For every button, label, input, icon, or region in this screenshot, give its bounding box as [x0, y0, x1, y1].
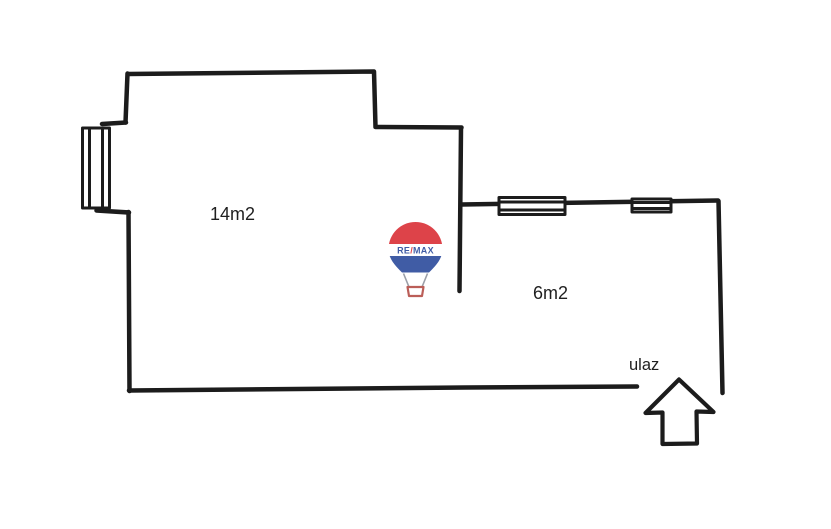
room-label-right: 6m2 — [533, 283, 568, 303]
window-left-inner — [88, 126, 104, 210]
wordmark-max: MAX — [413, 246, 434, 256]
wordmark-re: RE — [397, 246, 410, 256]
window-top-small — [630, 197, 673, 214]
room-label-left: 14m2 — [210, 204, 255, 224]
balloon-middle-band — [388, 244, 443, 256]
wall-interior-divider — [457, 125, 464, 294]
balloon-bottom-band — [388, 256, 443, 273]
balloon-top-band — [388, 222, 443, 244]
balloon-string-left — [402, 273, 410, 288]
window-top-small-inner — [630, 201, 673, 210]
entrance-arrow-icon — [643, 377, 716, 447]
walls — [94, 69, 725, 396]
wall-top-left-room — [125, 69, 464, 130]
wall-window-top-connector — [99, 120, 129, 127]
wall-right — [716, 198, 725, 396]
wall-bottom — [126, 384, 640, 393]
balloon-string-right — [421, 273, 429, 288]
window-left — [81, 126, 111, 210]
wall-left-lower — [126, 209, 132, 394]
wall-window-bottom-connector — [94, 208, 132, 215]
remax-wordmark: RE/MAX — [397, 246, 434, 256]
balloon-basket — [406, 285, 425, 298]
wall-left-upper — [123, 71, 130, 125]
wordmark-slash: / — [410, 246, 413, 256]
window-top-large-inner — [497, 200, 567, 212]
entrance-label: ulaz — [629, 356, 659, 374]
remax-balloon-logo: RE/MAX — [388, 222, 443, 298]
window-top-large — [497, 196, 567, 216]
